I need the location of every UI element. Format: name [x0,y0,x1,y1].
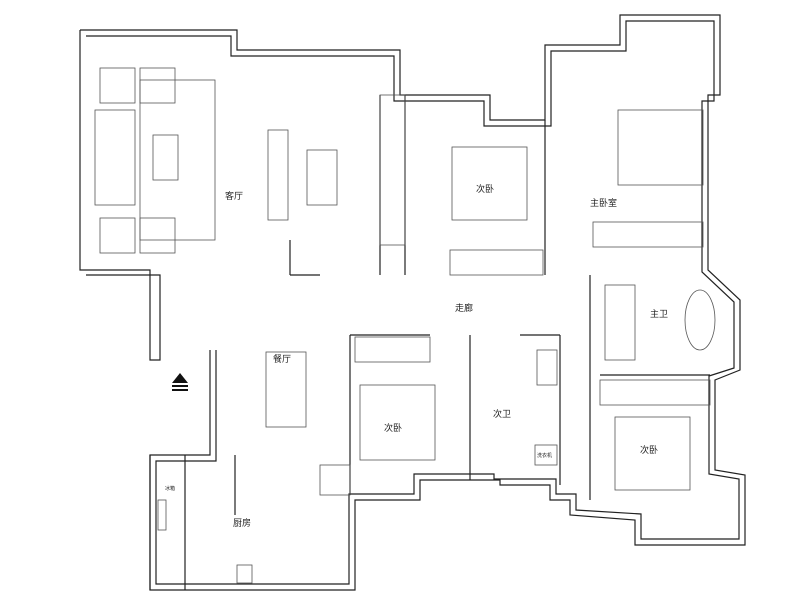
exterior-walls [79,14,746,591]
label-bedroom-center: 次卧 [384,424,403,434]
label-corridor: 走廊 [455,304,474,314]
label-master-bath: 主卫 [650,310,669,320]
label-second-bath: 次卫 [493,410,512,420]
label-dining-room: 餐厅 [273,355,292,365]
label-living-room: 客厅 [225,192,244,202]
master-bed [617,109,704,186]
furniture [94,67,716,584]
bed [451,146,528,221]
bed [614,416,691,491]
label-bedroom-north: 次卧 [476,185,495,195]
label-master-bedroom: 主卧室 [590,199,618,209]
bed [359,384,436,461]
label-kitchen: 厨房 [233,519,252,529]
label-fridge: 冰箱 [165,486,176,492]
label-bedroom-east: 次卧 [640,446,659,456]
side-table [99,67,136,104]
stair-arrow-icon [172,373,188,391]
interior-walls [149,95,710,590]
bathtub [684,289,716,351]
dining-table [265,351,307,428]
side-table [99,217,136,254]
label-washer: 洗衣机 [537,453,553,459]
